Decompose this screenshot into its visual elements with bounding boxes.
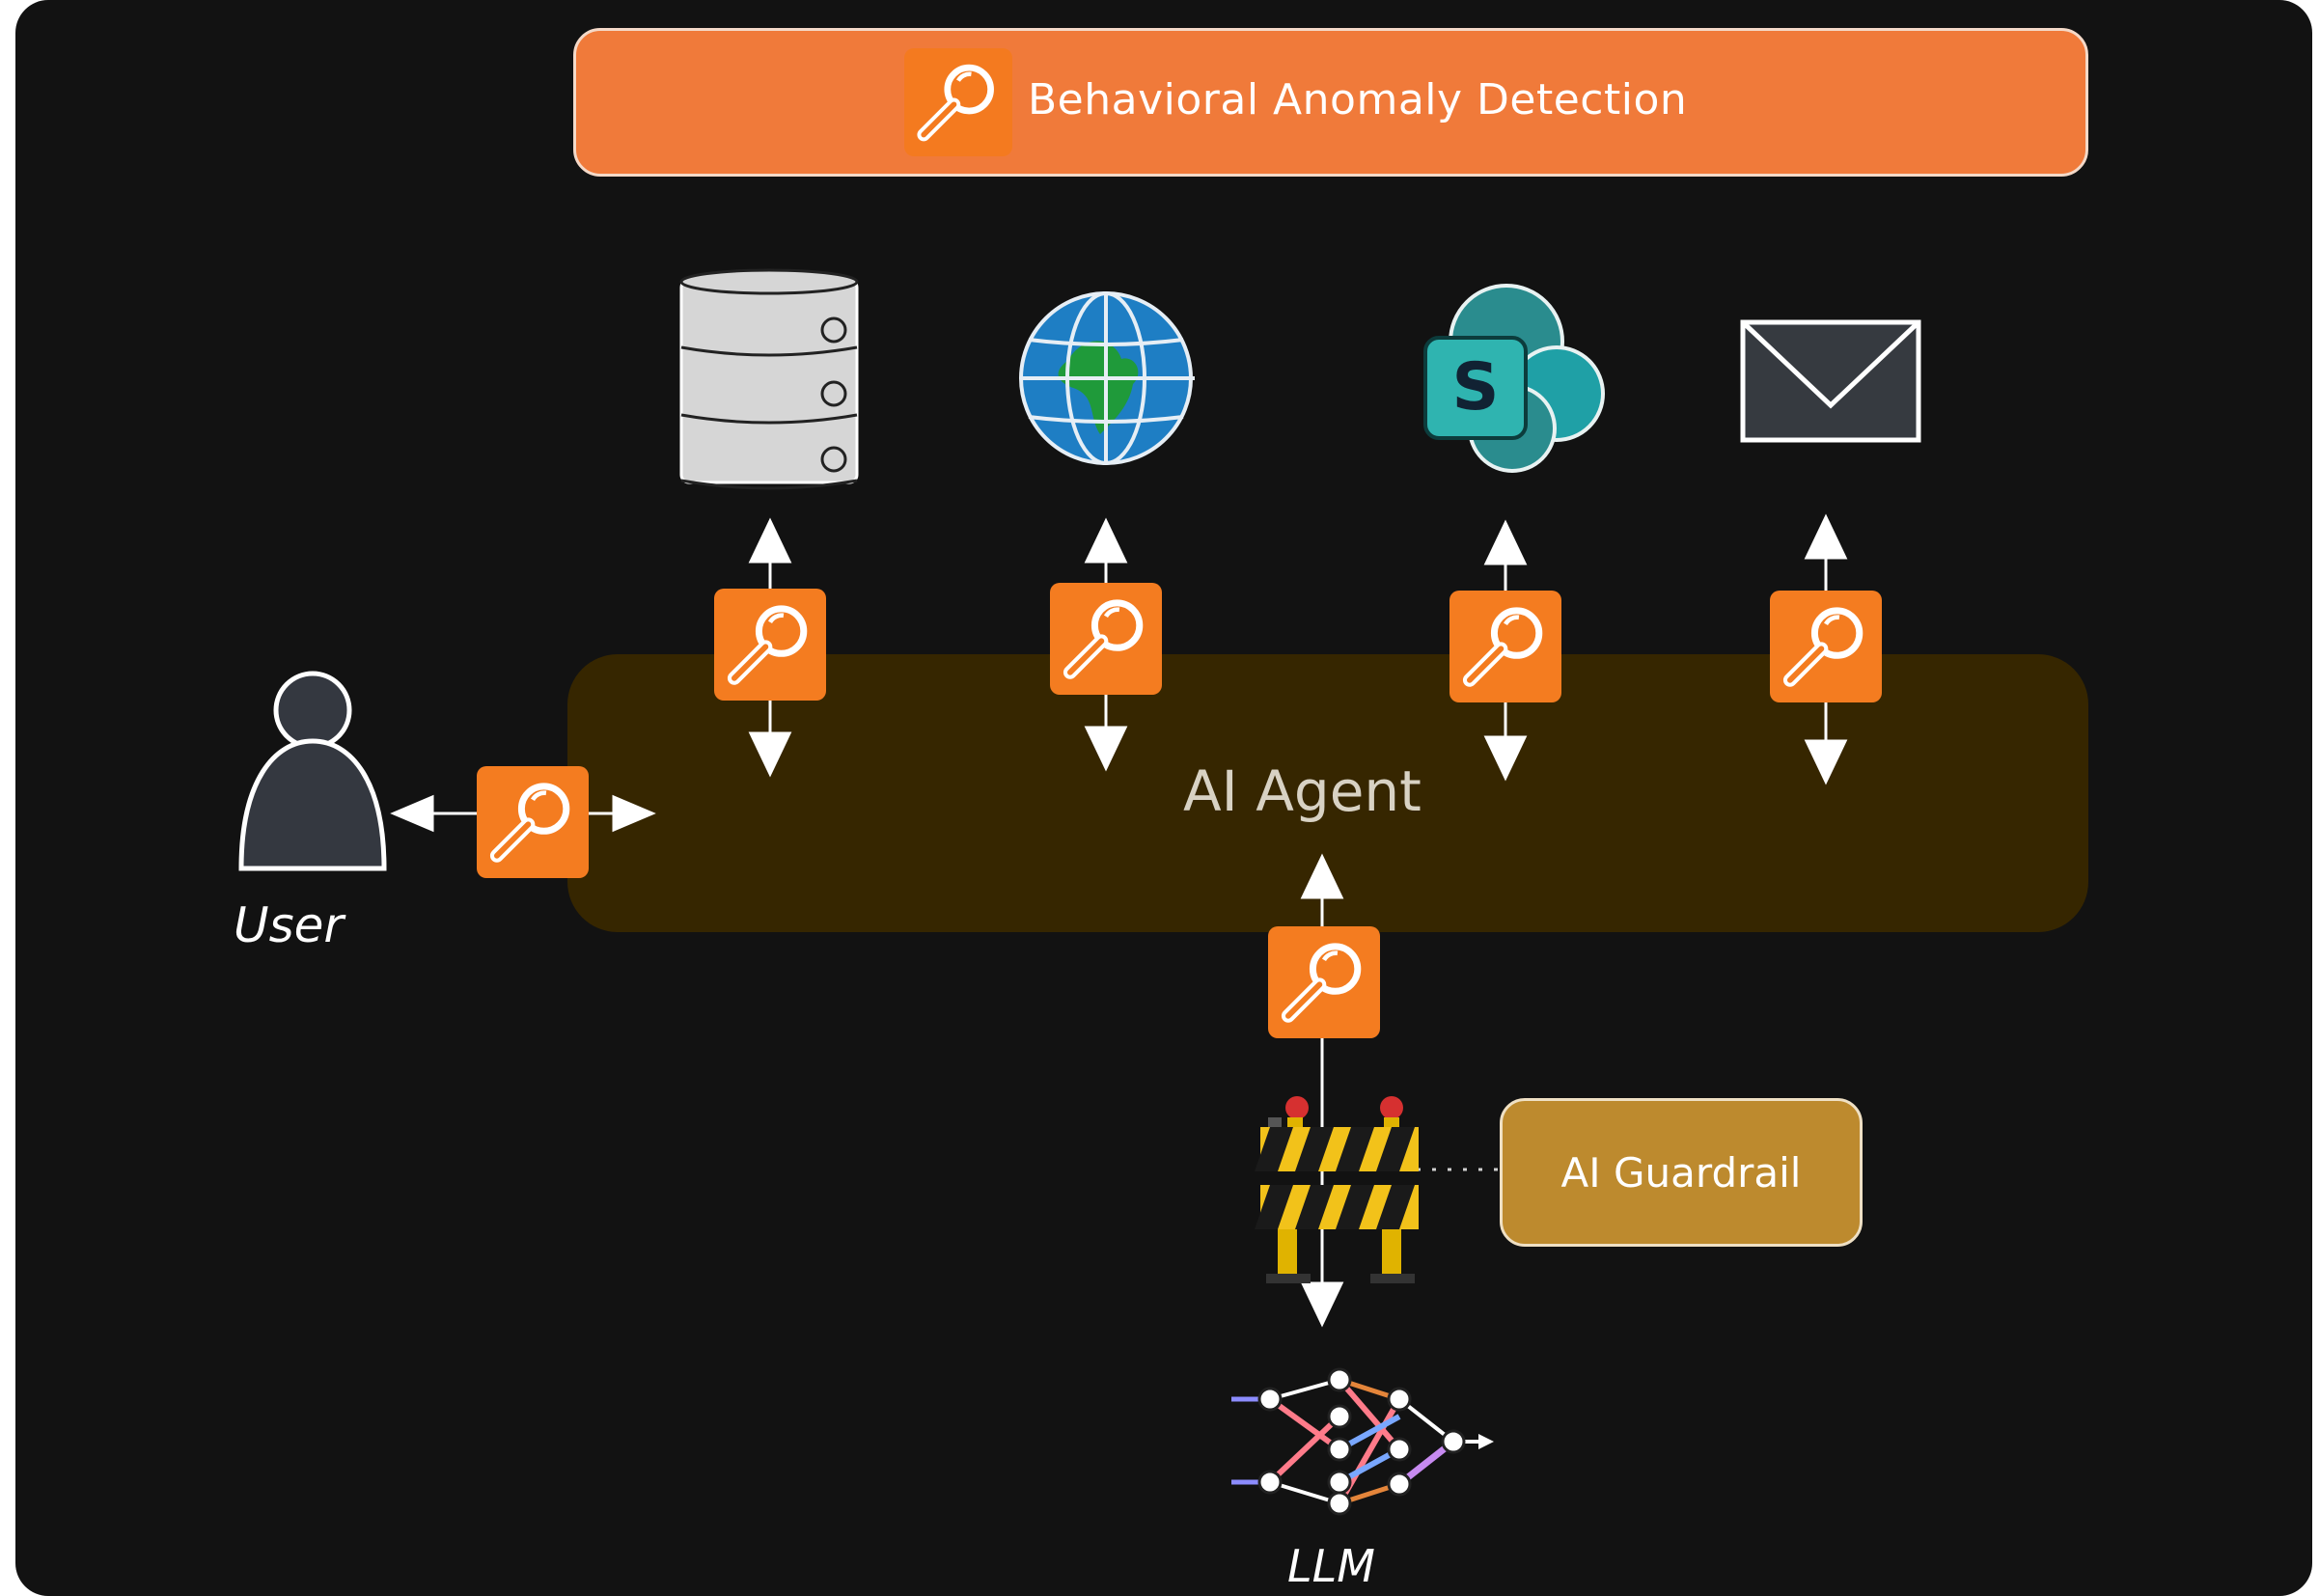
arrow-right-icon: [612, 794, 656, 833]
arrow-down-icon: [1483, 735, 1528, 782]
magnifier-icon: [1050, 583, 1162, 695]
behavioral-anomaly-detection-banner: Behavioral Anomaly Detection: [573, 28, 2088, 177]
neural-network-icon: [1231, 1367, 1494, 1516]
sharepoint-icon: S: [1423, 284, 1605, 473]
arrow-up-icon: [1483, 519, 1528, 565]
magnifier-icon: [1449, 591, 1561, 702]
ai-guardrail-label: AI Guardrail: [1560, 1149, 1802, 1197]
magnifier-icon: [477, 766, 589, 878]
ai-agent-label: AI Agent: [1183, 758, 1422, 824]
banner-title: Behavioral Anomaly Detection: [1028, 75, 1688, 124]
user-icon: [238, 671, 387, 871]
arrow-up-icon: [748, 517, 792, 564]
user-label: User: [234, 897, 344, 953]
diagram-canvas: Behavioral Anomaly Detection AI Agent: [15, 0, 2312, 1596]
magnifier-icon: [904, 48, 1012, 156]
barricade-icon: [1255, 1096, 1419, 1283]
database-icon: [679, 268, 859, 490]
magnifier-icon: [1268, 926, 1380, 1038]
arrow-left-icon: [390, 794, 434, 833]
magnifier-icon: [714, 589, 826, 701]
arrow-up-icon: [1084, 517, 1128, 564]
ai-guardrail-box: AI Guardrail: [1500, 1098, 1863, 1247]
magnifier-icon: [1770, 591, 1882, 702]
arrow-down-icon: [1084, 726, 1128, 772]
globe-icon: [1019, 291, 1195, 465]
arrow-down-icon: [1804, 739, 1848, 785]
email-icon: [1740, 319, 1921, 443]
connector-layer: S: [238, 268, 1921, 1516]
arrow-down-icon: [748, 731, 792, 778]
svg-text:S: S: [1452, 349, 1500, 426]
arrow-up-icon: [1804, 513, 1848, 560]
llm-label: LLM: [1287, 1540, 1375, 1592]
arrow-down-icon: [1300, 1281, 1344, 1328]
arrow-up-icon: [1300, 853, 1344, 899]
